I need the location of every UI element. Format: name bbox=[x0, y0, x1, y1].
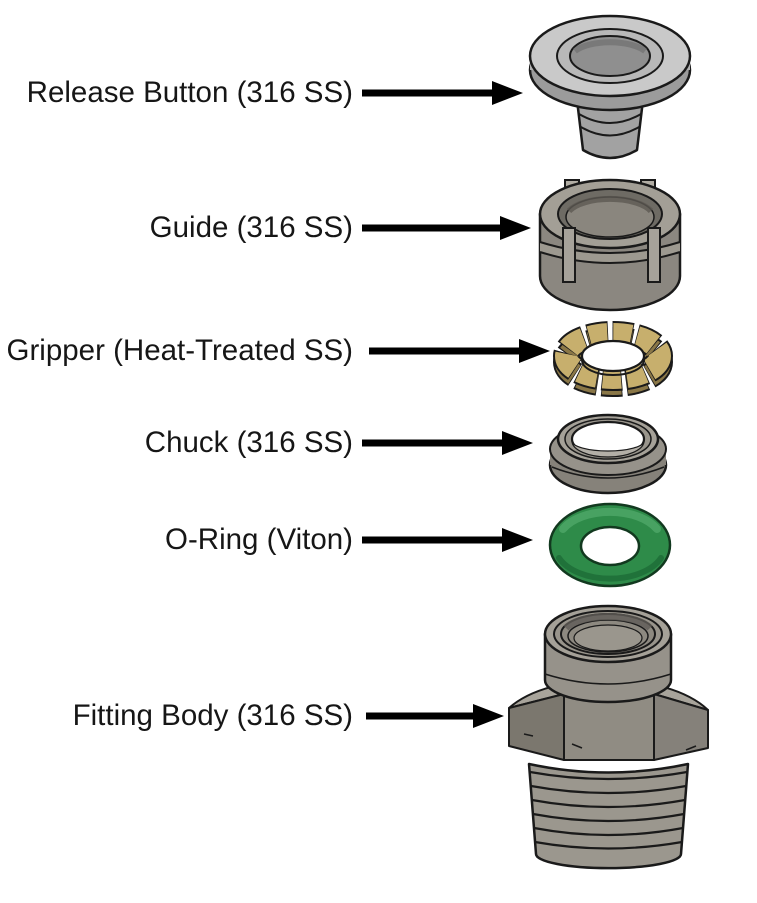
label-chuck: Chuck (316 SS) bbox=[144, 426, 353, 459]
release-button-stem bbox=[575, 98, 645, 160]
fitting-threads bbox=[527, 762, 690, 870]
arrow-o-ring-icon bbox=[362, 528, 533, 552]
chuck-part bbox=[548, 413, 668, 495]
label-release-button: Release Button (316 SS) bbox=[26, 76, 353, 109]
gripper-part bbox=[553, 321, 673, 397]
guide-prongs-front bbox=[562, 227, 661, 283]
arrow-fitting-body-icon bbox=[366, 704, 504, 728]
release-button-flange bbox=[528, 14, 692, 112]
release-button-part bbox=[528, 14, 692, 160]
arrow-guide-icon bbox=[362, 216, 531, 240]
o-ring-torus bbox=[548, 502, 672, 588]
guide-part bbox=[538, 178, 682, 312]
label-guide: Guide (316 SS) bbox=[149, 211, 353, 244]
arrow-chuck-icon bbox=[362, 431, 533, 455]
label-o-ring: O-Ring (Viton) bbox=[165, 523, 353, 556]
fitting-body-part bbox=[508, 604, 709, 870]
arrow-gripper-icon bbox=[369, 339, 550, 363]
label-fitting-body: Fitting Body (316 SS) bbox=[72, 699, 353, 732]
o-ring-part bbox=[548, 502, 672, 588]
gripper-toothed-ring bbox=[553, 321, 673, 397]
chuck-ring bbox=[556, 413, 660, 465]
fitting-collar bbox=[543, 604, 673, 704]
arrow-release-button-icon bbox=[362, 81, 523, 105]
label-gripper: Gripper (Heat-Treated SS) bbox=[6, 334, 353, 367]
